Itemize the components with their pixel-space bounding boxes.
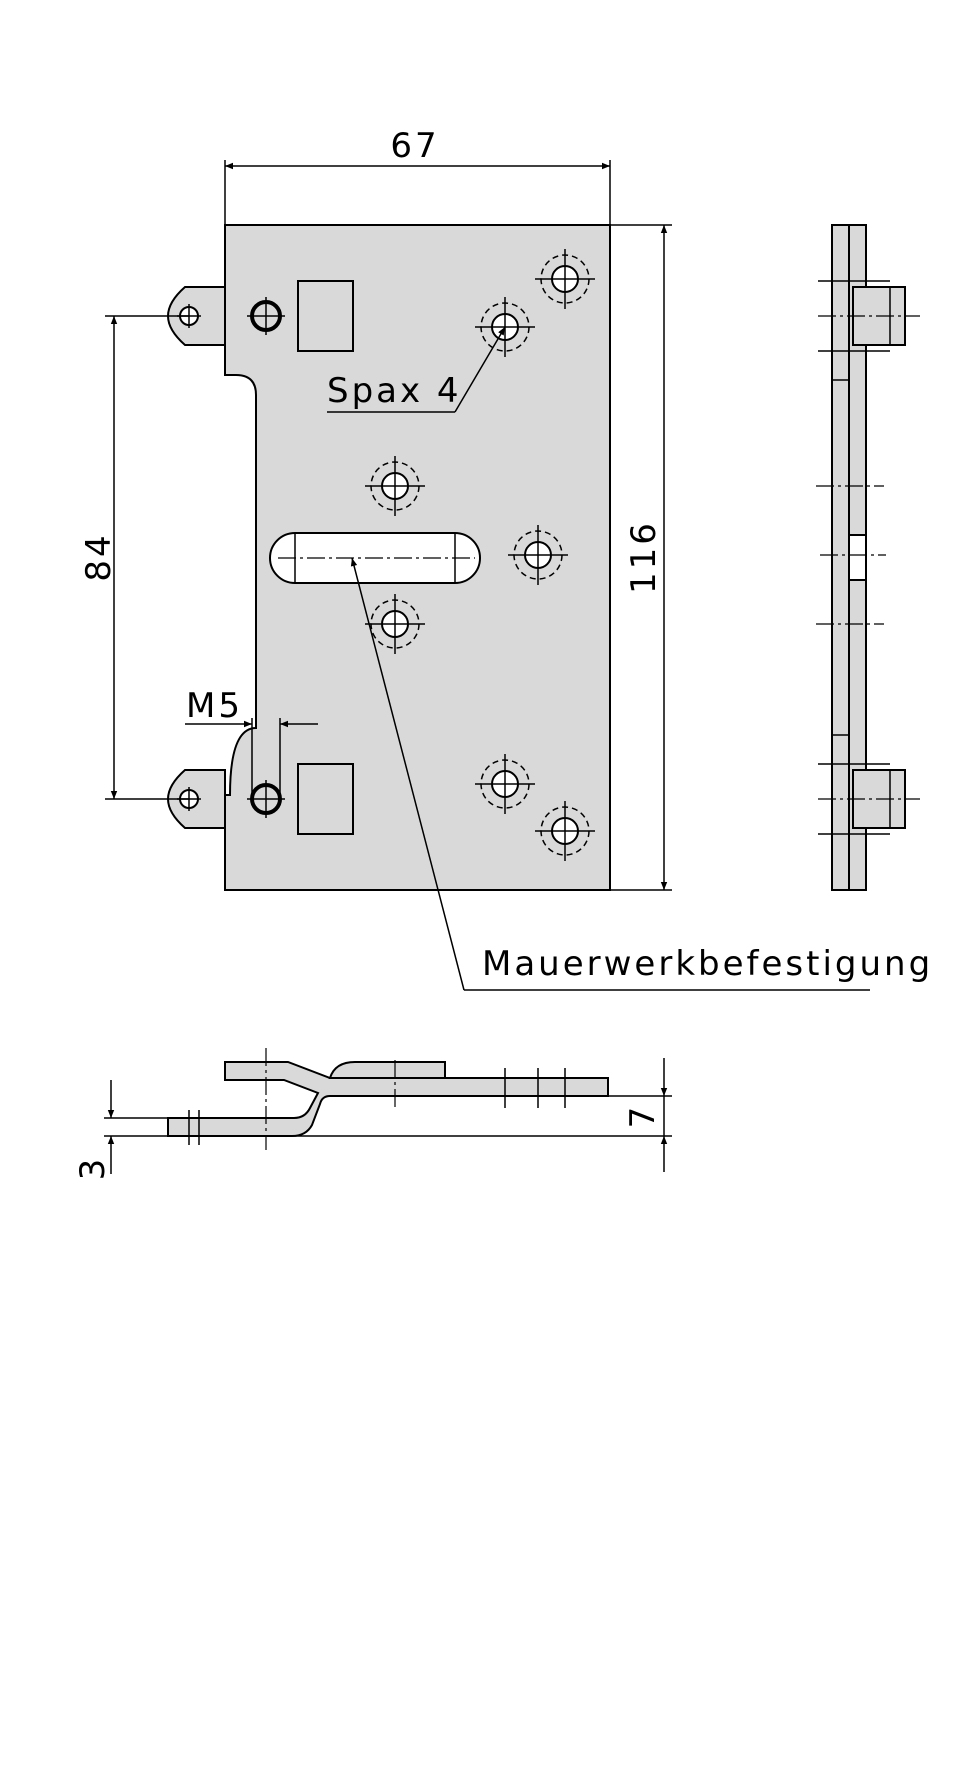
- masonry-callout-label: Mauerwerkbefestigung: [482, 944, 933, 984]
- top-hinge-profile: [328, 1061, 446, 1079]
- front-view: 67 116 84 M5 Spax 4: [79, 126, 933, 991]
- thickness-dimension: 3: [73, 1080, 168, 1180]
- width-dimension: 67: [224, 126, 611, 225]
- screw-callout-label: Spax 4: [327, 371, 462, 411]
- screw-hole: [365, 594, 425, 654]
- offset-dimension: 7: [168, 1058, 672, 1172]
- thickness-label: 3: [73, 1156, 113, 1181]
- side-upper-fastener: [818, 280, 920, 352]
- upper-hinge-leaf: [166, 280, 354, 352]
- side-plate: [831, 224, 850, 891]
- screw-holes: [365, 249, 595, 861]
- thread-dimension: M5: [185, 686, 318, 799]
- screw-hole: [535, 249, 595, 309]
- hinge-spacing-dimension: 84: [79, 315, 189, 800]
- height-label: 116: [624, 520, 664, 594]
- width-label: 67: [390, 126, 439, 166]
- screw-hole: [365, 456, 425, 516]
- top-plate-profile: [167, 1061, 609, 1137]
- height-dimension: 116: [610, 224, 672, 891]
- masonry-callout: Mauerwerkbefestigung: [350, 557, 933, 991]
- side-view: [816, 224, 920, 891]
- screw-hole: [508, 525, 568, 585]
- masonry-slot: [269, 532, 481, 584]
- screw-hole: [475, 754, 535, 814]
- offset-label: 7: [623, 1104, 663, 1129]
- top-view: 7 3: [73, 1048, 672, 1180]
- screw-hole: [535, 801, 595, 861]
- hinge-spacing-label: 84: [79, 532, 119, 581]
- side-lower-fastener: [818, 763, 920, 835]
- screw-callout: Spax 4: [327, 326, 506, 413]
- thread-label: M5: [186, 686, 243, 726]
